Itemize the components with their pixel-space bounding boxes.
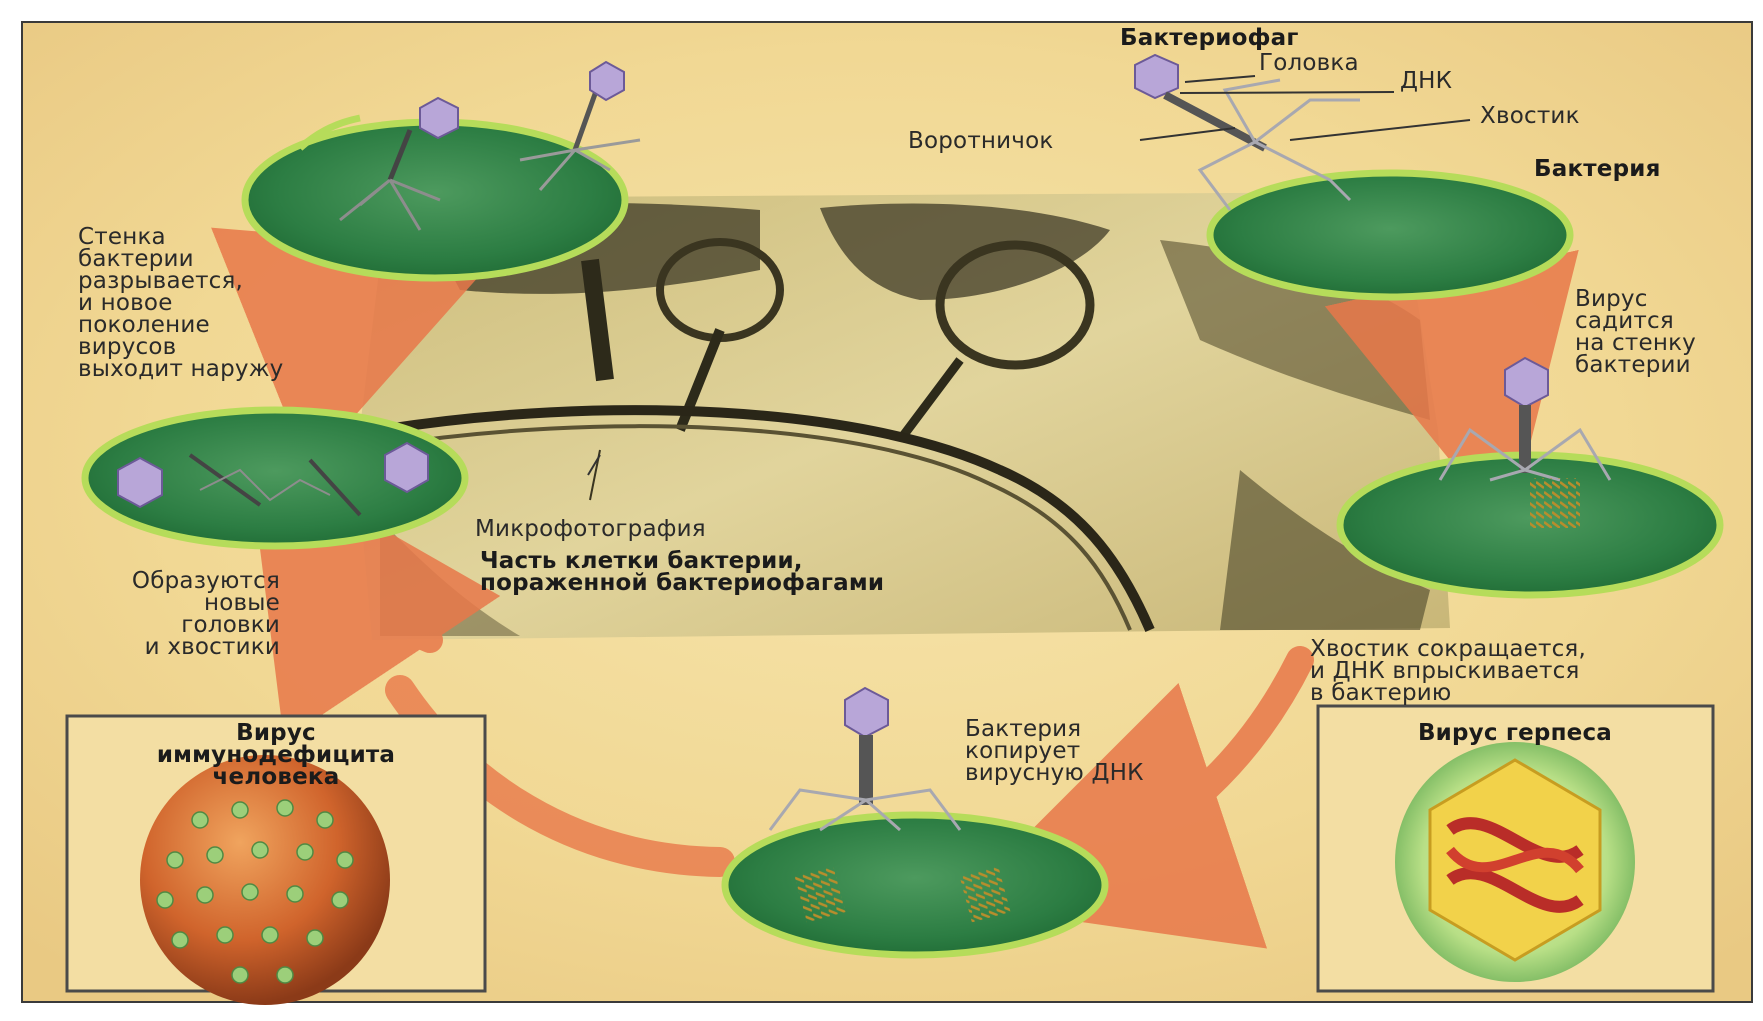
herpes-title: Вирус герпеса xyxy=(1320,722,1710,744)
bacterium-assemble xyxy=(85,410,465,546)
phage-title: Бактериофаг xyxy=(1120,27,1299,49)
phage-collar-label: Воротничок xyxy=(908,130,1053,152)
micrograph-label: Микрофотография xyxy=(475,518,706,540)
step-burst: Стенка бактерии разрывается, и новое пок… xyxy=(78,226,283,380)
phage-dna-label: ДНК xyxy=(1400,70,1452,92)
micrograph-caption: Часть клетки бактерии, пораженной бактер… xyxy=(480,550,884,594)
phage-head-label: Головка xyxy=(1259,52,1359,74)
step-assemble: Образуются новые головки и хвостики xyxy=(58,570,280,658)
phage-tail-label: Хвостик xyxy=(1480,105,1580,127)
bacterium-label: Бактерия xyxy=(1534,158,1661,180)
step-inject: Хвостик сокращается, и ДНК впрыскивается… xyxy=(1310,638,1586,704)
herpes-inset xyxy=(1318,706,1713,991)
step-attach: Вирус садится на стенку бактерии xyxy=(1575,288,1696,376)
step-copy: Бактерия копирует вирусную ДНК xyxy=(965,718,1144,784)
hiv-title: Вирус иммунодефицита человека xyxy=(70,722,482,788)
